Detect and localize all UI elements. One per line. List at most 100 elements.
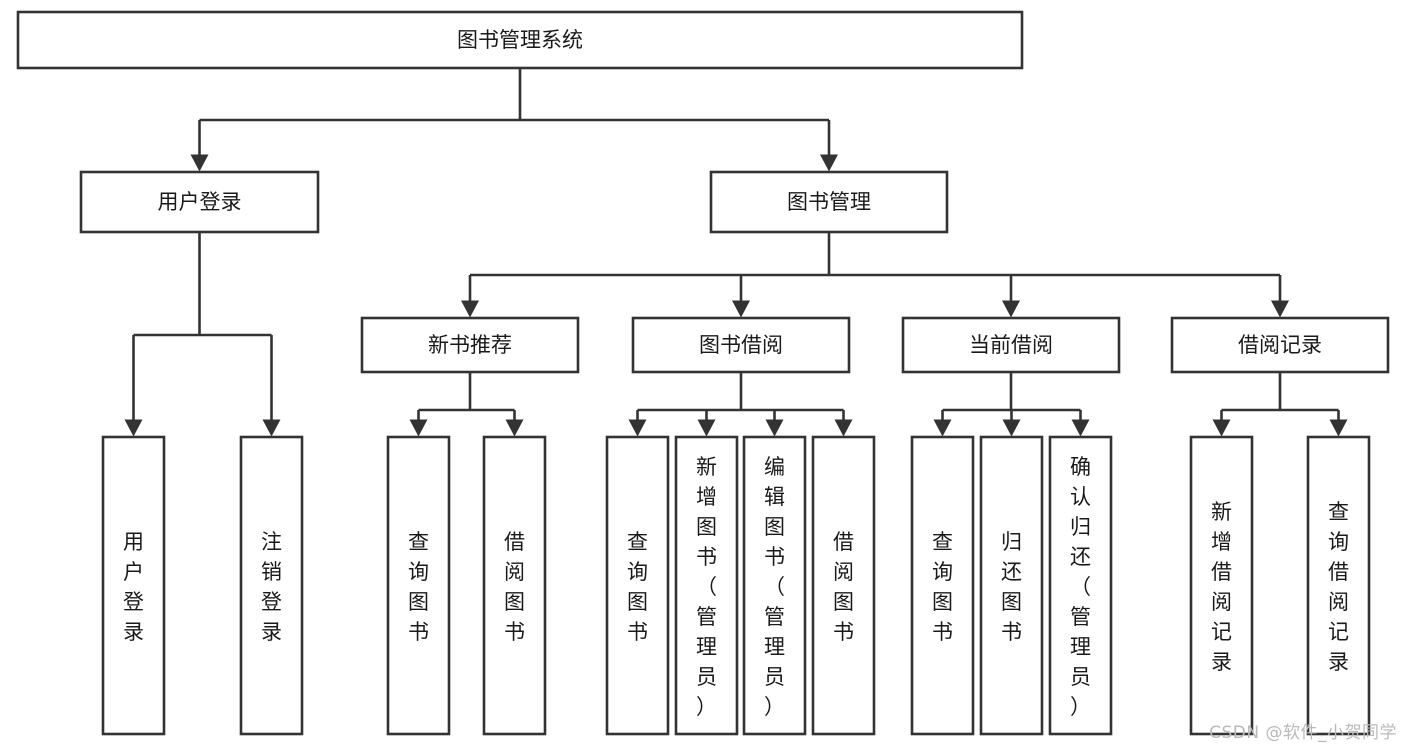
node-label: 借阅记录 (1238, 333, 1322, 357)
node-label-char: 图 (764, 515, 785, 539)
arrow-head-icon (409, 419, 428, 437)
node-label-char: 图 (1001, 590, 1022, 614)
node-box (360, 316, 580, 374)
node-label-char: 查 (408, 530, 429, 554)
node-label-char: 理 (696, 635, 717, 659)
node-box (1189, 435, 1254, 736)
arrow-head-icon (933, 419, 952, 437)
node-label-char: 员 (696, 665, 717, 689)
node-current-borrow[interactable]: 当前借阅 (901, 316, 1121, 374)
node-label-char: 归 (1070, 515, 1091, 539)
node-label-char: 录 (1328, 650, 1349, 674)
node-label-char: （ (764, 575, 785, 599)
node-label-char: 图 (696, 515, 717, 539)
arrow-head-icon (1212, 419, 1231, 437)
node-label-char: 阅 (1211, 590, 1232, 614)
node-label-char: （ (1070, 575, 1091, 599)
node-box (910, 435, 975, 736)
node-label-char: 书 (932, 620, 953, 644)
node-box (742, 435, 807, 736)
node-label-char: 借 (1328, 560, 1349, 584)
node-new-book-recommend[interactable]: 新书推荐 (360, 316, 580, 374)
node-label-char: 登 (261, 590, 282, 614)
node-label-char: 书 (764, 545, 785, 569)
arrow-head-icon (1002, 300, 1020, 318)
node-label-char: 注 (261, 530, 282, 554)
node-label-char: 询 (932, 560, 953, 584)
node-label-char: 图 (932, 590, 953, 614)
arrow-head-icon (628, 419, 647, 437)
arrow-head-icon (1329, 419, 1348, 437)
node-borrow-record[interactable]: 借阅记录 (1170, 316, 1390, 374)
node-label-char: 书 (504, 620, 525, 644)
node-user-login[interactable]: 用户登录 (79, 170, 320, 234)
arrow-head-icon (765, 419, 784, 437)
node-label-char: 询 (408, 560, 429, 584)
node-box (1048, 435, 1113, 736)
node-label-char: 增 (1211, 530, 1232, 554)
arrow-head-icon (505, 419, 524, 437)
node-layer: 图书管理系统用户登录图书管理新书推荐图书借阅当前借阅借阅记录用户登录注销登录查询… (16, 10, 1390, 736)
node-label-char: 还 (1070, 545, 1091, 569)
node-box (101, 435, 166, 736)
node-box (482, 435, 547, 736)
node-label-char: 书 (408, 620, 429, 644)
arrow-head-icon (1071, 419, 1090, 437)
node-book-management[interactable]: 图书管理 (709, 170, 949, 234)
node-label-char: 图 (833, 590, 854, 614)
node-label-char: 录 (123, 620, 144, 644)
node-label-char: 阅 (504, 560, 525, 584)
node-label-char: 图 (627, 590, 648, 614)
node-label-char: 新 (696, 455, 717, 479)
arrow-head-icon (732, 300, 750, 318)
node-label-char: 增 (696, 485, 717, 509)
node-box (674, 435, 739, 736)
node-label-char: 管 (696, 605, 717, 629)
arrow-head-icon (820, 154, 838, 172)
node-label-char: 员 (1070, 665, 1091, 689)
connector-layer (124, 68, 1348, 437)
node-box (1306, 435, 1371, 736)
csdn-watermark: CSDN @软件_小贺同学 (1209, 723, 1397, 743)
node-label: 用户登录 (158, 190, 242, 214)
arrow-head-icon (697, 419, 716, 437)
arrow-head-icon (1002, 419, 1021, 437)
node-label-char: 书 (833, 620, 854, 644)
node-label: 当前借阅 (969, 333, 1053, 357)
node-leaf-user-login[interactable]: 用户登录 (101, 435, 166, 736)
node-label-char: 询 (1328, 530, 1349, 554)
arrow-head-icon (262, 419, 281, 437)
node-root[interactable]: 图书管理系统 (16, 10, 1024, 70)
node-label-char: 阅 (833, 560, 854, 584)
node-box (901, 316, 1121, 374)
node-label-char: 辑 (764, 485, 785, 509)
node-label-char: 书 (1001, 620, 1022, 644)
node-box (1170, 316, 1390, 374)
node-label-char: 记 (1211, 620, 1232, 644)
node-label-char: ） (696, 695, 717, 719)
node-label-char: 员 (764, 665, 785, 689)
node-label-char: 图 (504, 590, 525, 614)
node-label-char: 户 (123, 560, 144, 584)
arrow-head-icon (1271, 300, 1289, 318)
node-label-char: （ (696, 575, 717, 599)
node-book-borrow[interactable]: 图书借阅 (631, 316, 851, 374)
node-label: 新书推荐 (428, 333, 512, 357)
arrow-head-icon (834, 419, 853, 437)
node-label-char: 还 (1001, 560, 1022, 584)
node-label-char: 记 (1328, 620, 1349, 644)
node-box (811, 435, 876, 736)
